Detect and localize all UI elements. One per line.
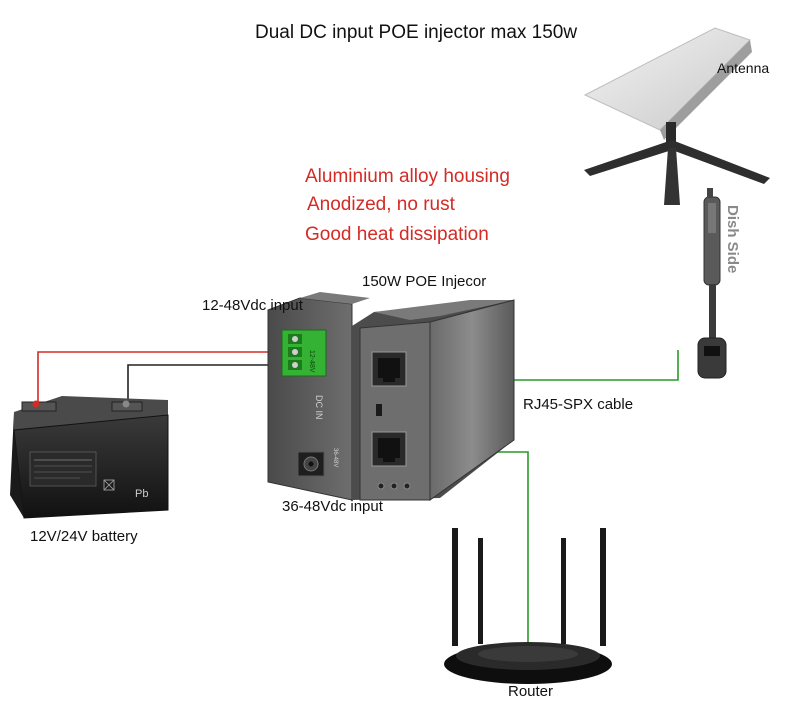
antenna-label: Antenna <box>717 60 770 76</box>
feature-anodized: Anodized, no rust <box>307 194 455 215</box>
router <box>444 528 612 684</box>
battery-pb-mark: Pb <box>135 488 148 500</box>
negative-wire <box>127 364 300 402</box>
feature-heat: Good heat dissipation <box>305 224 489 245</box>
diagram-title: Dual DC input POE injector max 150w <box>255 22 578 43</box>
poe-injector <box>352 299 515 501</box>
terminal-marking: 12-48V <box>308 350 315 373</box>
antenna-dish <box>583 27 770 205</box>
barrel-marking: 36-48V <box>332 448 338 467</box>
power-wires <box>37 351 300 402</box>
dc-in-marking: DC IN <box>314 395 324 420</box>
dish-side-label: Dish Side <box>724 205 741 274</box>
dc-input-module: 12-48V DC IN 36-48V <box>267 292 370 501</box>
battery: Pb <box>10 396 169 519</box>
injector-label: 150W POE Injecor <box>362 273 487 290</box>
dish-cable <box>697 188 727 379</box>
router-label: Router <box>508 683 554 700</box>
input-12-48-label: 12-48Vdc input <box>202 297 303 314</box>
battery-label: 12V/24V battery <box>30 528 138 545</box>
positive-wire <box>37 351 300 402</box>
feature-housing: Aluminium alloy housing <box>305 166 510 187</box>
cable-label: RJ45-SPX cable <box>523 396 634 413</box>
input-36-48-label: 36-48Vdc input <box>282 498 383 515</box>
